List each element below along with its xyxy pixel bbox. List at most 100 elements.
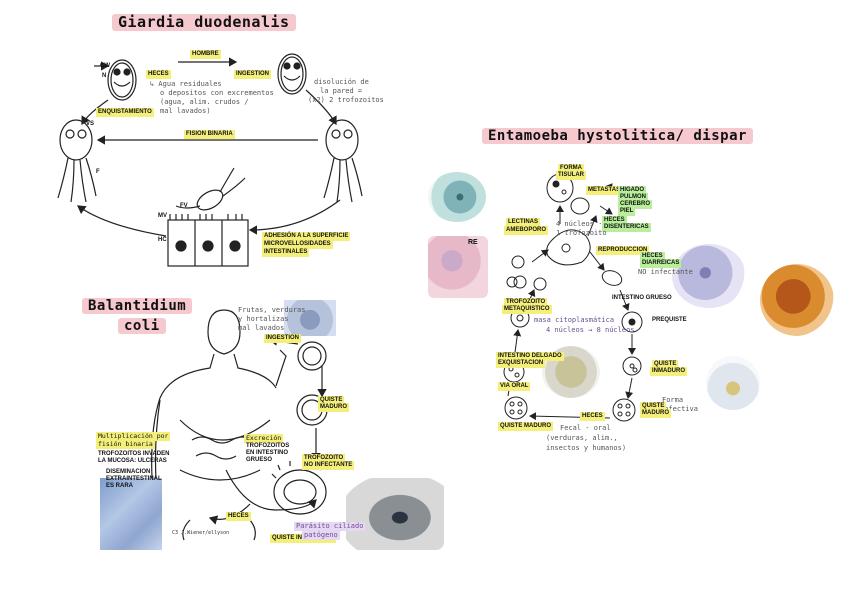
ent-heces: HECES [580, 412, 605, 421]
ent-trofozoito-metaquistico-1: TROFOZOITO [504, 298, 548, 307]
ent-heces-diarreicas-1: HECES [640, 252, 665, 261]
balantidium-tissue-photo [100, 478, 162, 550]
giardia-n-label: N [102, 73, 107, 79]
ent-heces-disentericas-1: HECES [602, 216, 627, 225]
ent-prequiste: PREQUISTE [652, 317, 687, 323]
balantidium-cyst-photo [284, 300, 336, 336]
bal-trofozoitos-intestino-2: EN INTESTINO [246, 450, 289, 456]
ent-metastasis-organ-4: PIEL [618, 207, 636, 216]
bal-trofozoito-no-infectante-1: TROFOZOITO [302, 454, 346, 463]
entamoeba-title: Entamoeba hystolitica/ dispar [482, 128, 753, 145]
ent-note-fecal-3: insectos y humanos) [546, 444, 627, 452]
bal-diseminacion-3: ES RARA [106, 483, 134, 489]
ent-quiste-maduro-left: QUISTE MADURO [498, 422, 553, 431]
giardia-mv-label: MV [158, 213, 167, 219]
ent-metastasis: METASTASIS [586, 186, 628, 195]
bal-trofozoitos-intestino-3: GRUESO [246, 457, 273, 463]
giardia-f-label: F [96, 169, 100, 175]
giardia-note-ingestion-2: la pared = [320, 87, 363, 95]
bal-note-fuentes-1: Frutas, verduras [238, 306, 306, 314]
ent-note-nucleos-2: 1 trofozoito [556, 229, 607, 237]
giardia-cw-label: CW [100, 63, 110, 69]
bal-diseminacion-2: EXTRAINTESTINAL [106, 476, 162, 482]
ent-intestino-delgado-2: EXQUISTACION [496, 359, 546, 368]
entamoeba-trophozoite-photo-pink [428, 236, 488, 298]
ent-metastasis-organ-2: PULMON [618, 193, 648, 202]
giardia-ingestion-label: INGESTION [234, 70, 272, 79]
ent-heces-diarreicas-2: DIARREICAS [640, 259, 682, 268]
balantidium-cycle-art [151, 309, 328, 541]
giardia-heces-label: HECES [146, 70, 171, 79]
giardia-enquistamiento-label: ENQUISTAMIENTO [96, 108, 154, 117]
giardia-vs-label: VS [86, 121, 95, 127]
ent-lectinas-2: AMEBOPORO [504, 226, 549, 235]
bal-note-parasito-2: patógeno [302, 531, 340, 540]
bal-note-fuentes-2: y hortalizas [238, 315, 289, 323]
ent-metastasis-organ-3: CEREBRO [618, 200, 653, 209]
ent-trofozoito-metaquistico-2: METAQUISTICO [502, 305, 552, 314]
ent-note-masa-2: 4 núcleos → 8 núcleos [546, 326, 635, 334]
ent-quiste-inmaduro-1: QUISTE [652, 360, 679, 369]
giardia-fision-binaria-label: FISION BINARIA [184, 130, 235, 139]
entamoeba-trophozoite-photo-purple [672, 244, 746, 308]
bal-note-fuentes-3: mal lavados [238, 324, 285, 332]
ent-forma-tisular-2: TISULAR [556, 171, 586, 180]
ent-note-masa-1: masa citoplasmática [534, 316, 615, 324]
bal-trofozoito-no-infectante-2: NO INFECTANTE [302, 461, 355, 470]
giardia-note-heces-2: o depositos con excrementos [160, 89, 274, 97]
giardia-adhesion-line1: ADHESIÓN A LA SUPERFICIE [262, 232, 351, 241]
ent-note-fecal-1: Fecal - oral [560, 424, 611, 432]
bal-trofozoitos-invaden-2: LA MUCOSA: ULCERAS [98, 458, 167, 464]
giardia-adhesion-line3: INTESTINALES [262, 248, 310, 257]
bal-multiplicacion-1: Multiplicación por [96, 432, 171, 442]
giardia-trophozoite-left [57, 119, 97, 203]
giardia-trophozoite-right [323, 119, 363, 203]
ent-note-nucleos-1: 4 núcleos · [556, 220, 603, 228]
bal-quiste-maduro-2: MADURO [318, 403, 349, 412]
ent-quiste-maduro-right-2: MADURO [640, 409, 671, 418]
ent-reproduccion: REPRODUCCION [596, 246, 650, 255]
bal-note-parasito-1: Parásito ciliado [294, 522, 366, 531]
ent-intestino-delgado-1: INTESTINO DELGADO [496, 352, 564, 361]
balantidium-title-line1: Balantidium [82, 298, 193, 315]
ent-quiste-inmaduro-2: INMADURO [650, 367, 687, 376]
giardia-note-ingestion-3: (x2) 2 trofozoitos [308, 96, 384, 104]
giardia-title: Giardia duodenalis [112, 13, 296, 32]
entamoeba-cyst-photo-light [706, 356, 760, 410]
giardia-cycle-art [57, 53, 363, 267]
ent-forma-infectiva-1: Forma [662, 396, 684, 404]
giardia-cyst-1 [107, 59, 137, 101]
giardia-hc-label: HC [158, 237, 167, 243]
ent-note-fecal-2: (verduras, alim., [546, 434, 618, 442]
ent-no-infectante: NO infectante [638, 268, 693, 276]
bal-diseminacion-1: DISEMINACION [106, 469, 151, 475]
bal-quiste-maduro-1: QUISTE [318, 396, 345, 405]
ent-intestino-grueso: INTESTINO GRUESO [612, 295, 672, 301]
ent-lectinas-1: LECTINAS [506, 218, 540, 227]
ent-metastasis-organ-1: HIGADO [618, 186, 646, 195]
ent-via-oral: VIA ORAL [498, 382, 531, 391]
bal-trofozoitos-invaden-1: TROFOZOITOS INVADEN [98, 451, 170, 457]
bal-heces: HECES [226, 512, 251, 521]
giardia-note-ingestion-1: disolución de [314, 78, 369, 86]
ent-forma-infectiva-2: infectiva [660, 405, 698, 413]
giardia-note-heces-1: ↳ Agua residuales [150, 80, 222, 88]
ent-heces-disentericas-2: DISENTERICAS [602, 223, 651, 232]
giardia-hombre-label: HOMBRE [190, 50, 221, 59]
ent-forma-tisular-1: FORMA [558, 164, 584, 173]
balantidium-title-line2: coli [118, 318, 166, 335]
giardia-adhesion-line2: MICROVELLOSIDADES [262, 240, 333, 249]
bal-ingestion: INGESTION [264, 334, 302, 343]
bal-trofozoitos-intestino-1: TROFOZOITOS [246, 443, 290, 449]
giardia-cyst-2 [277, 53, 307, 95]
entamoeba-cycle-art [503, 173, 643, 422]
giardia-epithelium [167, 167, 249, 267]
giardia-fv-label: FV [180, 203, 188, 209]
bal-multiplicacion-2: fisión binaria [96, 440, 155, 450]
balantidium-trophozoite-photo [346, 478, 444, 550]
entamoeba-cyst-photo-orange [760, 264, 834, 336]
ent-re-label: RE [468, 239, 478, 246]
ent-quiste-maduro-right-1: QUISTE [640, 402, 667, 411]
giardia-note-heces-4: mal lavados) [160, 107, 211, 115]
